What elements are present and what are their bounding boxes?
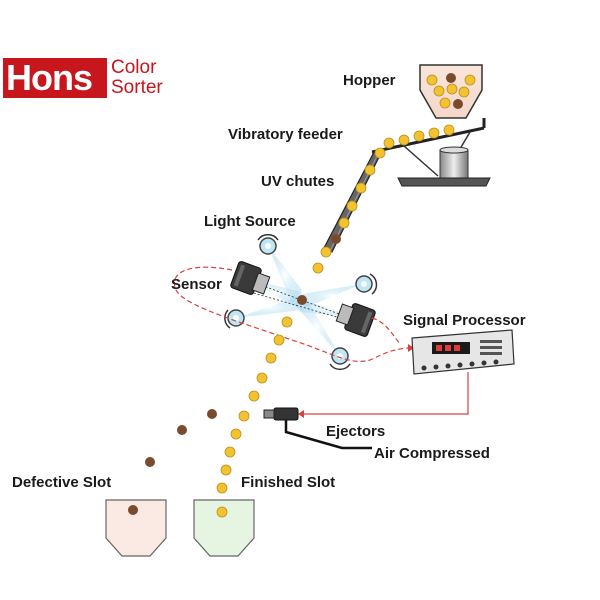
label-ejectors: Ejectors: [326, 423, 386, 440]
logo-line-1: Color: [111, 57, 157, 78]
defective-grain: [177, 425, 187, 435]
good-grain: [364, 164, 376, 176]
ejector-signal-arrow: [298, 410, 304, 418]
light-beams: [236, 246, 362, 356]
label-air-compressed: Air Compressed: [374, 445, 490, 462]
light-source-lamp: [257, 233, 279, 255]
sensor-camera: [230, 261, 271, 295]
logo-brand-text: Hons: [6, 57, 93, 98]
label-finished-slot: Finished Slot: [241, 474, 336, 491]
label-vibratory-feeder: Vibratory feeder: [228, 126, 343, 143]
signal-processor-unit: [411, 329, 515, 375]
logo-badge: [3, 58, 107, 98]
good-grain: [230, 428, 242, 440]
label-light-source: Light Source: [204, 213, 296, 230]
grain-flow: [145, 124, 455, 494]
label-uv-chutes: UV chutes: [261, 173, 335, 190]
good-grain: [273, 334, 285, 346]
good-grain: [238, 410, 250, 422]
good-grain: [312, 262, 324, 274]
good-grain: [216, 482, 228, 494]
finished-slot-bin: [193, 499, 255, 557]
good-grain: [224, 446, 236, 458]
label-hopper: Hopper: [343, 72, 396, 89]
hopper: [419, 64, 483, 119]
light-source-lamp: [355, 273, 378, 295]
vibratory-feeder: [371, 118, 491, 187]
light-source-lamp: [224, 309, 245, 329]
defective-grain: [331, 234, 341, 244]
label-signal-processor: Signal Processor: [403, 312, 526, 329]
good-grain: [338, 217, 350, 229]
good-grain: [346, 200, 358, 212]
light-source-lamp: [329, 347, 351, 371]
good-grain: [383, 137, 395, 149]
label-defective-slot: Defective Slot: [12, 474, 112, 491]
good-grain: [413, 130, 425, 142]
good-grain: [220, 464, 232, 476]
defective-slot-bin: [105, 499, 167, 557]
defective-grain: [207, 409, 217, 419]
good-grain: [248, 390, 260, 402]
good-grain: [374, 147, 386, 159]
signal-arrow: [408, 344, 414, 352]
good-grain: [265, 352, 277, 364]
logo-line-2: Sorter: [111, 77, 163, 98]
logo-plus-sign: +: [92, 55, 103, 75]
good-grain: [320, 246, 332, 258]
good-grain: [428, 127, 440, 139]
defective-grain: [145, 457, 155, 467]
sensor-camera: [335, 303, 376, 337]
good-grain: [281, 316, 293, 328]
good-grain: [355, 182, 367, 194]
defective-grain: [297, 295, 307, 305]
label-sensor: Sensor: [171, 276, 222, 293]
ejector-nozzle: [263, 407, 372, 450]
good-grain: [398, 134, 410, 146]
ejector-signal-line: [302, 372, 469, 415]
good-grain: [443, 124, 455, 136]
good-grain: [256, 372, 268, 384]
